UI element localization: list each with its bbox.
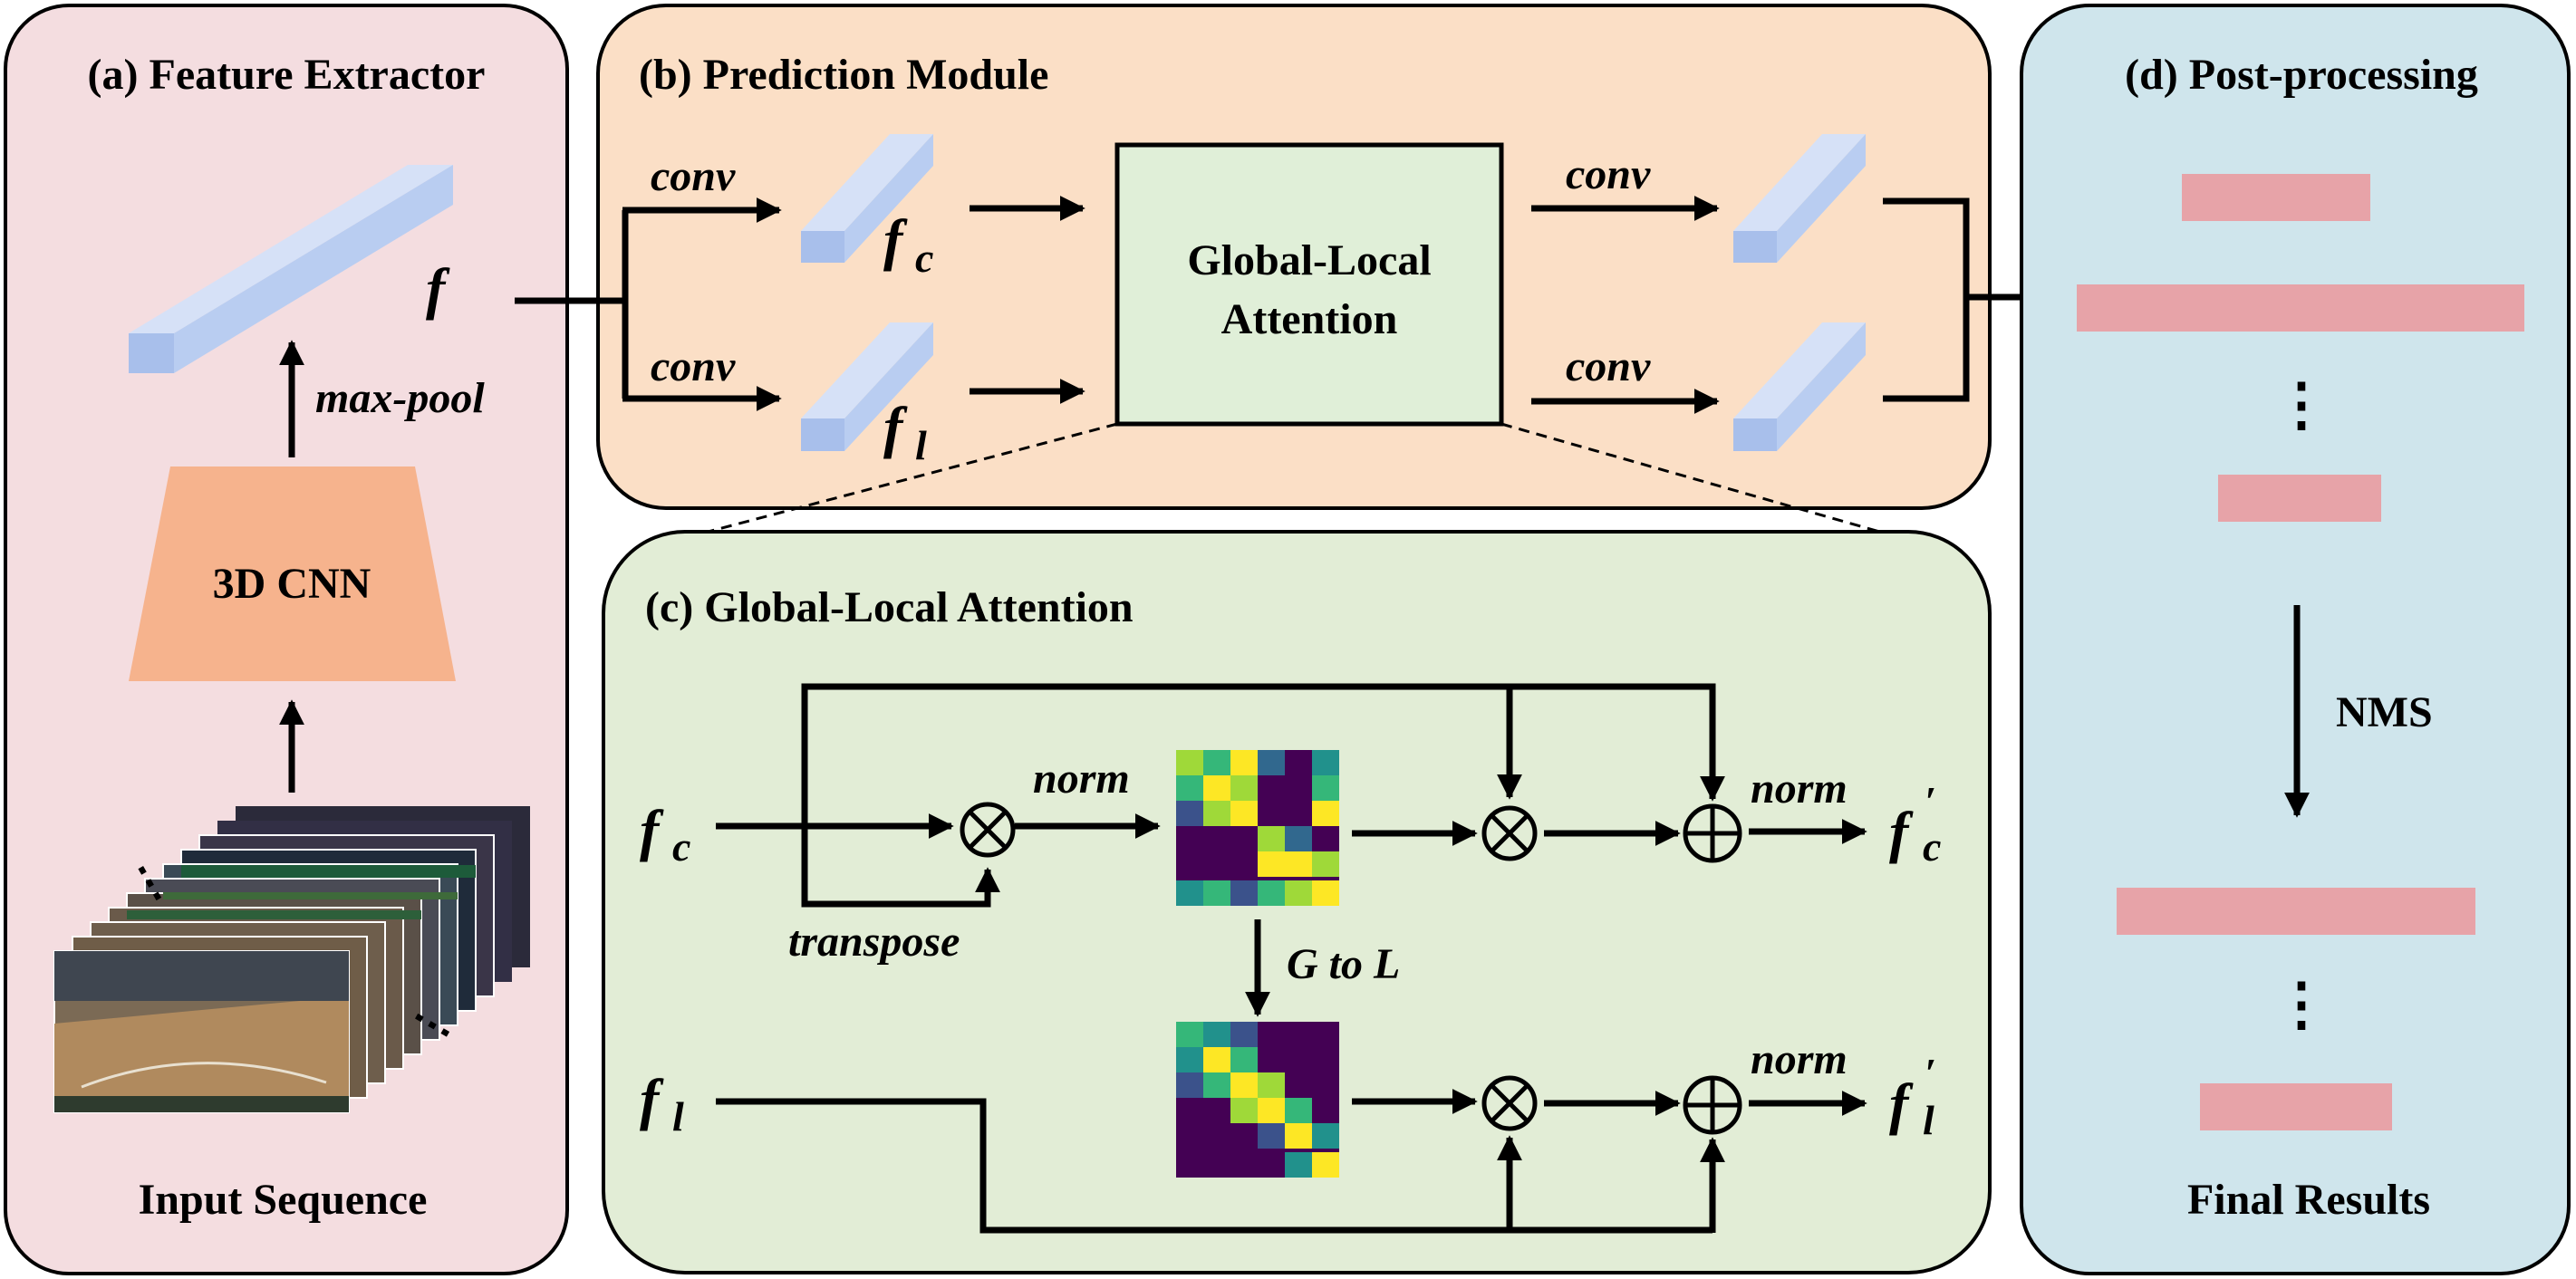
- output-fc-prime: ′: [1925, 778, 1936, 824]
- proposal-bar-2: [2077, 284, 2524, 332]
- result-bar-2: [2200, 1083, 2392, 1130]
- transpose-label: transpose: [788, 918, 960, 966]
- add-node-1: [1683, 803, 1742, 863]
- conv-label-3: conv: [1566, 150, 1651, 198]
- global-local-attention-box: [1114, 142, 1504, 427]
- panel-post-processing: (d) Post-processing ⋮ NMS ⋮ Final Result…: [2020, 4, 2571, 1275]
- fl-feature-bar: [801, 322, 933, 451]
- g-to-l-label: G to L: [1287, 940, 1400, 988]
- panel-c-title: (c) Global-Local Attention: [645, 583, 1134, 631]
- fc-subscript: c: [915, 235, 933, 281]
- attention-box-line2: Attention: [1221, 295, 1398, 343]
- cnn-block: [129, 466, 456, 681]
- zoom-line-right: [1500, 422, 1890, 536]
- fc-feature-bar: [801, 134, 933, 263]
- local-attention-matrix: [1176, 1022, 1339, 1178]
- proposal-bar-3: [2218, 475, 2381, 522]
- feature-bar-f: [129, 165, 453, 373]
- max-pool-label: max-pool: [315, 374, 485, 422]
- multiply-node-3: [1481, 1075, 1538, 1131]
- output-bar-top: [1733, 134, 1866, 263]
- output-fl-prime: ′: [1925, 1050, 1936, 1096]
- panel-feature-extractor: (a) Feature Extractor f max-pool 3D CNN: [4, 4, 569, 1275]
- attention-box-line1: Global-Local: [1187, 236, 1431, 284]
- norm-label-3: norm: [1751, 1035, 1848, 1083]
- input-video-frames: [53, 806, 530, 1113]
- proposals-ellipsis: ⋮: [2272, 372, 2330, 437]
- results-ellipsis: ⋮: [2272, 972, 2330, 1036]
- nms-label: NMS: [2336, 688, 2433, 736]
- panel-prediction-module: (b) Prediction Module conv conv f c f l …: [515, 4, 2058, 510]
- transpose-line: [801, 826, 1000, 908]
- conv-label-4: conv: [1566, 342, 1651, 390]
- panel-c-fl-subscript: l: [672, 1093, 684, 1140]
- multiply-node-2: [1481, 805, 1538, 861]
- result-bar-1: [2117, 888, 2475, 935]
- norm-label-2: norm: [1751, 765, 1848, 813]
- panel-d-title: (d) Post-processing: [2125, 51, 2478, 99]
- fl-bottom-line: [716, 1098, 1713, 1234]
- proposal-bar-1: [2182, 174, 2370, 221]
- conv-label-1: conv: [651, 152, 736, 200]
- panel-c-fc-subscript: c: [672, 823, 690, 870]
- norm-label-1: norm: [1033, 755, 1130, 803]
- output-fl-subscript: l: [1923, 1097, 1934, 1143]
- panel-global-local-attention: (c) Global-Local Attention f c transpose…: [602, 530, 1992, 1274]
- fl-subscript: l: [915, 422, 927, 468]
- conv-label-2: conv: [651, 342, 736, 390]
- final-results-label: Final Results: [2187, 1176, 2430, 1224]
- multiply-node-1: [960, 802, 1016, 858]
- cnn-label: 3D CNN: [213, 560, 371, 608]
- output-bar-bottom: [1733, 322, 1866, 451]
- panel-b-title: (b) Prediction Module: [639, 51, 1048, 99]
- output-fc-subscript: c: [1923, 823, 1941, 870]
- global-attention-matrix: [1176, 750, 1339, 906]
- input-sequence-label: Input Sequence: [139, 1176, 428, 1224]
- panel-a-title: (a) Feature Extractor: [88, 51, 486, 99]
- add-node-2: [1683, 1075, 1742, 1135]
